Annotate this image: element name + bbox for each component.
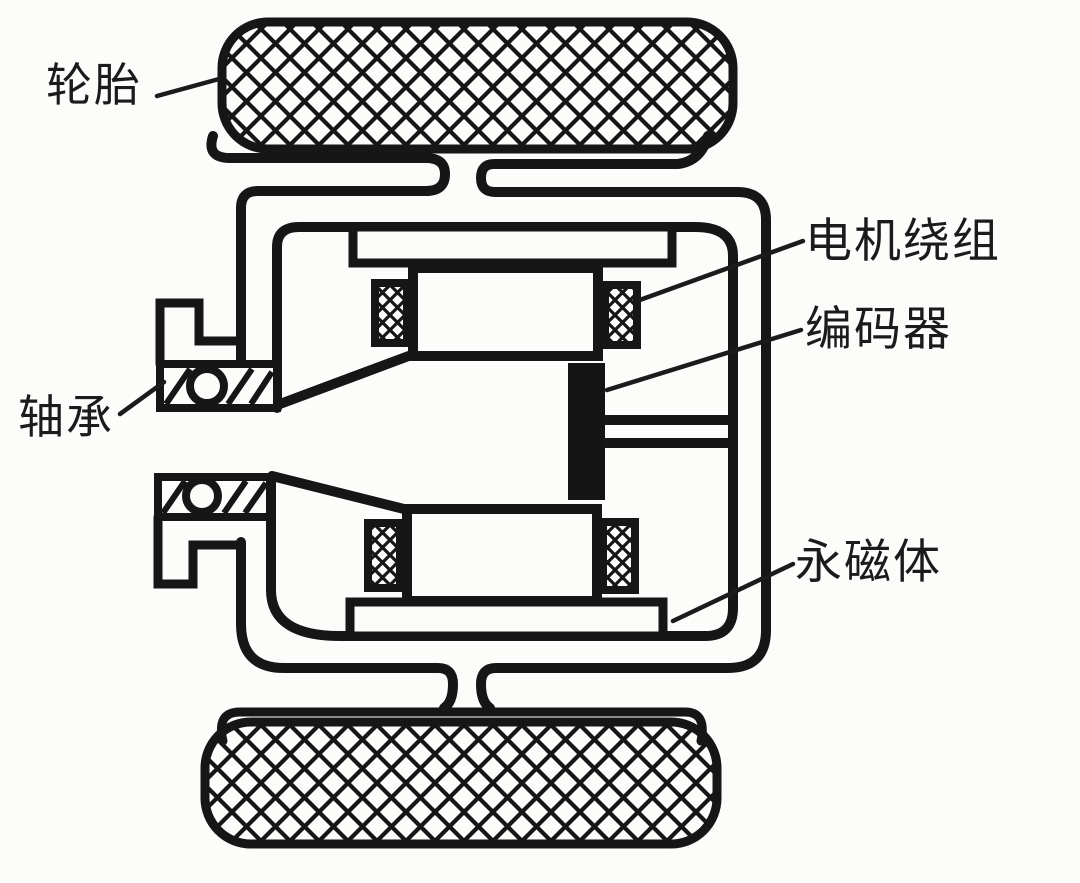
bearing-bottom-ball (182, 476, 222, 516)
leader-encoder (604, 327, 804, 393)
winding-bottom-left (364, 519, 404, 592)
tire-top (217, 17, 738, 154)
encoder-block (568, 363, 605, 500)
rim-channel-right-and-shell (475, 131, 771, 713)
leader-permanent-magnet (670, 561, 796, 624)
axle-bracket-bottom (153, 512, 242, 589)
rotor-shell-inner (266, 222, 738, 641)
bearing-bottom-hatch (160, 479, 269, 515)
magnet-plate-top (348, 222, 677, 268)
label-bearing: 轴承 (18, 392, 114, 443)
shell-bottom-left (236, 537, 459, 713)
stator-core-bottom (402, 504, 602, 606)
rim-channel-top-left (206, 131, 451, 369)
stator-core-top (408, 263, 603, 361)
label-permanent-magnet: 永磁体 (795, 537, 942, 589)
rim-bed-bottom (216, 707, 707, 746)
label-motor-winding: 电机绕组 (805, 216, 1001, 268)
bearing-top (156, 360, 281, 412)
bearing-top-hatch (163, 367, 275, 406)
label-encoder: 编码器 (805, 304, 952, 356)
leader-motor-winding (634, 238, 806, 304)
tire-bottom (200, 717, 722, 849)
bearing-top-ball (186, 365, 228, 407)
axle-bracket-top (155, 298, 242, 369)
winding-top-right (601, 281, 641, 349)
encoder-mount-bar (605, 415, 728, 448)
leader-tire (154, 76, 222, 99)
leader-bearing (117, 379, 167, 417)
stator-web-bottom (267, 471, 413, 515)
winding-top-left (371, 279, 411, 347)
winding-bottom-right (599, 518, 639, 594)
magnet-plate-bottom (345, 597, 668, 641)
stator-web-top (275, 349, 419, 409)
bearing-bottom (154, 473, 274, 521)
label-tire: 轮胎 (46, 60, 142, 111)
